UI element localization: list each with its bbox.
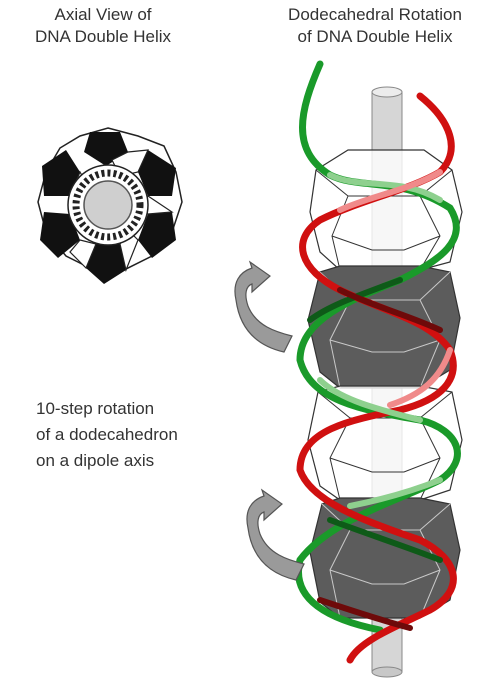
curved-arrow-icon: [235, 262, 292, 352]
axial-view-icon: [38, 128, 182, 284]
curved-arrow-icon-lower: [247, 490, 304, 580]
